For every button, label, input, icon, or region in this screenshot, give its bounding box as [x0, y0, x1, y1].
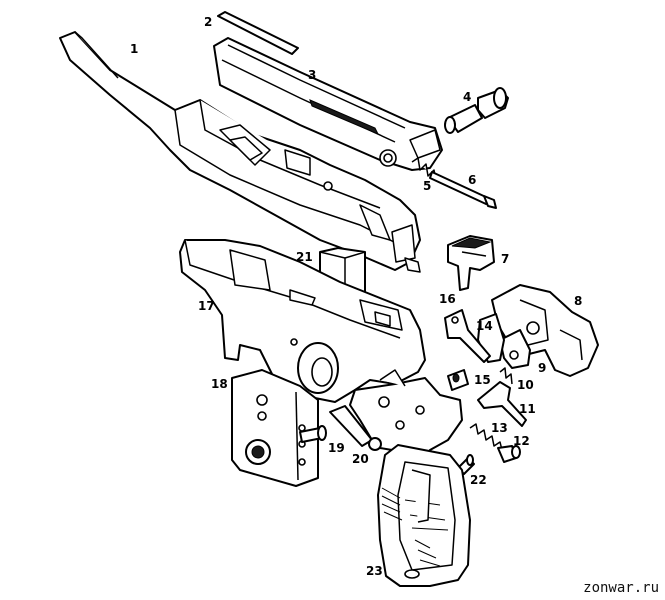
label-part-7: 7	[501, 252, 509, 266]
part-18-side-plate	[231, 369, 319, 487]
part-3-bolt	[213, 37, 443, 171]
label-part-23: 23	[366, 564, 383, 578]
label-part-18: 18	[211, 377, 228, 391]
watermark: zonwar.ru	[583, 580, 659, 596]
part-1-barrel-receiver	[59, 31, 421, 273]
part-8-hammer	[491, 284, 599, 377]
part-12-screw	[497, 445, 521, 463]
label-part-8: 8	[574, 294, 582, 308]
label-part-14: 14	[476, 319, 493, 333]
label-part-6: 6	[468, 173, 476, 187]
part-7-lock	[447, 235, 495, 291]
label-part-20: 20	[352, 452, 369, 466]
label-part-4: 4	[463, 90, 471, 104]
label-part-17: 17	[198, 299, 215, 313]
label-part-2: 2	[204, 15, 212, 29]
part-11-lever	[477, 381, 527, 427]
part-4-firing-pin-stop	[444, 87, 509, 134]
part-16-lever	[444, 309, 491, 363]
part-15-pin	[447, 369, 469, 391]
part-6-firing-pin	[429, 171, 497, 209]
part-23-grip	[377, 444, 471, 587]
label-part-22: 22	[470, 473, 487, 487]
label-part-3: 3	[308, 68, 316, 82]
label-part-9: 9	[538, 361, 546, 375]
label-part-16: 16	[439, 292, 456, 306]
label-part-19: 19	[328, 441, 345, 455]
part-10-spring	[499, 367, 513, 385]
label-part-15: 15	[474, 373, 491, 387]
part-19-screw	[299, 425, 327, 443]
label-part-5: 5	[423, 179, 431, 193]
part-17-lower-frame	[179, 239, 426, 403]
label-part-13: 13	[491, 421, 508, 435]
part-2-rod	[217, 11, 299, 55]
label-part-10: 10	[517, 378, 534, 392]
label-part-11: 11	[519, 402, 536, 416]
part-9-block	[499, 329, 531, 369]
label-part-12: 12	[513, 434, 530, 448]
label-part-21: 21	[296, 250, 313, 264]
part-20-trigger-pin	[329, 405, 382, 451]
label-part-1: 1	[130, 42, 138, 56]
